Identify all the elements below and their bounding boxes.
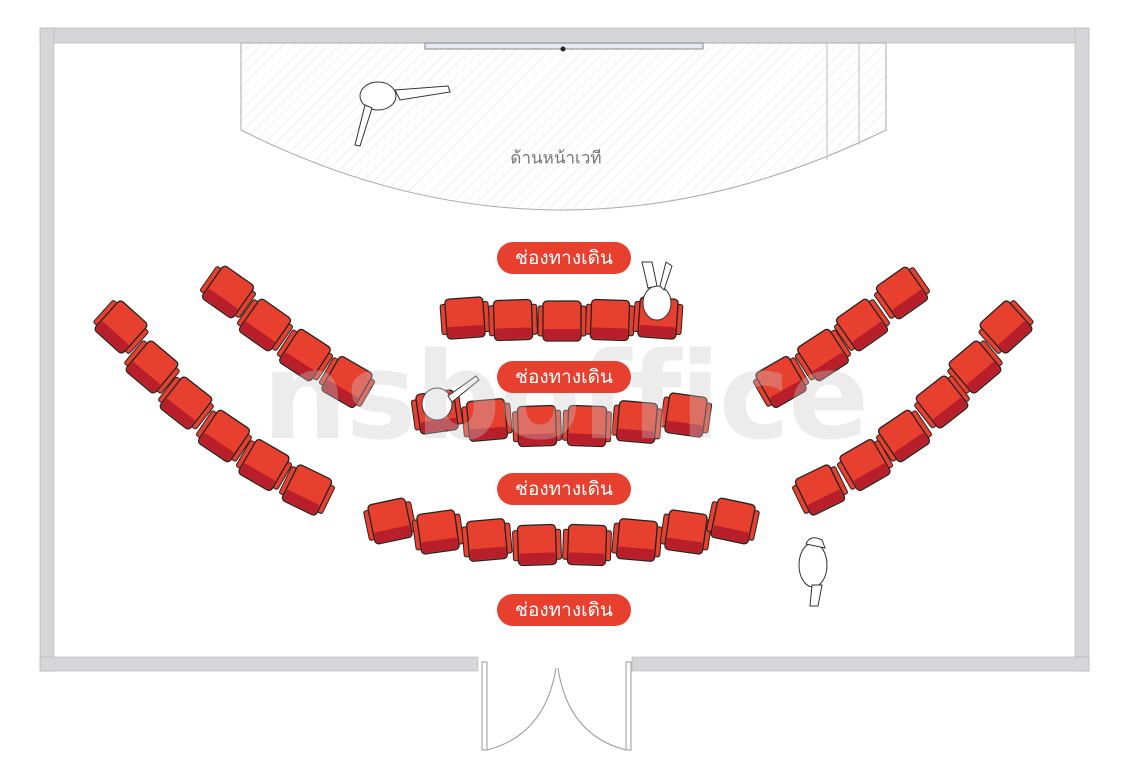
seat[interactable] xyxy=(193,406,255,466)
seat[interactable] xyxy=(873,406,935,466)
walkway-label: ช่องทางเดิน xyxy=(497,594,631,626)
seat[interactable] xyxy=(659,509,713,555)
seat[interactable] xyxy=(512,523,562,567)
seat[interactable] xyxy=(611,518,663,562)
seat[interactable] xyxy=(537,300,587,342)
walls xyxy=(39,27,1090,672)
projector-icon xyxy=(560,46,566,52)
walkway-label: ช่องทางเดิน xyxy=(497,473,631,505)
seat[interactable] xyxy=(234,295,296,355)
seat[interactable] xyxy=(439,296,491,340)
seat[interactable] xyxy=(155,372,217,433)
seat[interactable] xyxy=(834,436,896,495)
seat[interactable] xyxy=(611,400,663,444)
seat[interactable] xyxy=(277,462,338,519)
person-icon xyxy=(354,81,451,147)
seat[interactable] xyxy=(790,462,851,519)
seat[interactable] xyxy=(316,353,378,412)
seat[interactable] xyxy=(975,296,1037,358)
seat[interactable] xyxy=(461,398,513,442)
seat[interactable] xyxy=(750,353,812,412)
seat[interactable] xyxy=(792,325,854,385)
stage-label: ด้านหน้าเวที xyxy=(510,148,602,169)
seating xyxy=(90,262,1037,567)
seat[interactable] xyxy=(944,336,1006,397)
double-door[interactable] xyxy=(481,661,632,751)
seat[interactable] xyxy=(362,496,417,545)
seat[interactable] xyxy=(121,336,183,397)
seat[interactable] xyxy=(659,392,713,438)
seat[interactable] xyxy=(585,298,635,342)
seat[interactable] xyxy=(488,298,538,342)
seat[interactable] xyxy=(274,325,336,385)
seat[interactable] xyxy=(705,496,760,545)
seat[interactable] xyxy=(562,404,612,448)
seat[interactable] xyxy=(831,295,893,355)
seat[interactable] xyxy=(411,509,465,555)
person-icon xyxy=(798,537,828,607)
stage-area xyxy=(240,42,887,211)
walkway-label: ช่องทางเดิน xyxy=(497,242,631,274)
seat[interactable] xyxy=(233,436,295,495)
seat[interactable] xyxy=(197,262,259,322)
watermark: nsboffice xyxy=(262,328,869,467)
seat[interactable] xyxy=(871,263,933,323)
seat[interactable] xyxy=(512,404,562,448)
seat[interactable] xyxy=(90,296,152,358)
seat[interactable] xyxy=(911,371,973,432)
seat[interactable] xyxy=(562,523,612,567)
person-icon xyxy=(421,375,480,421)
seat[interactable] xyxy=(461,518,513,562)
person-icon xyxy=(641,261,673,321)
walkway-label: ช่องทางเดิน xyxy=(497,361,631,393)
